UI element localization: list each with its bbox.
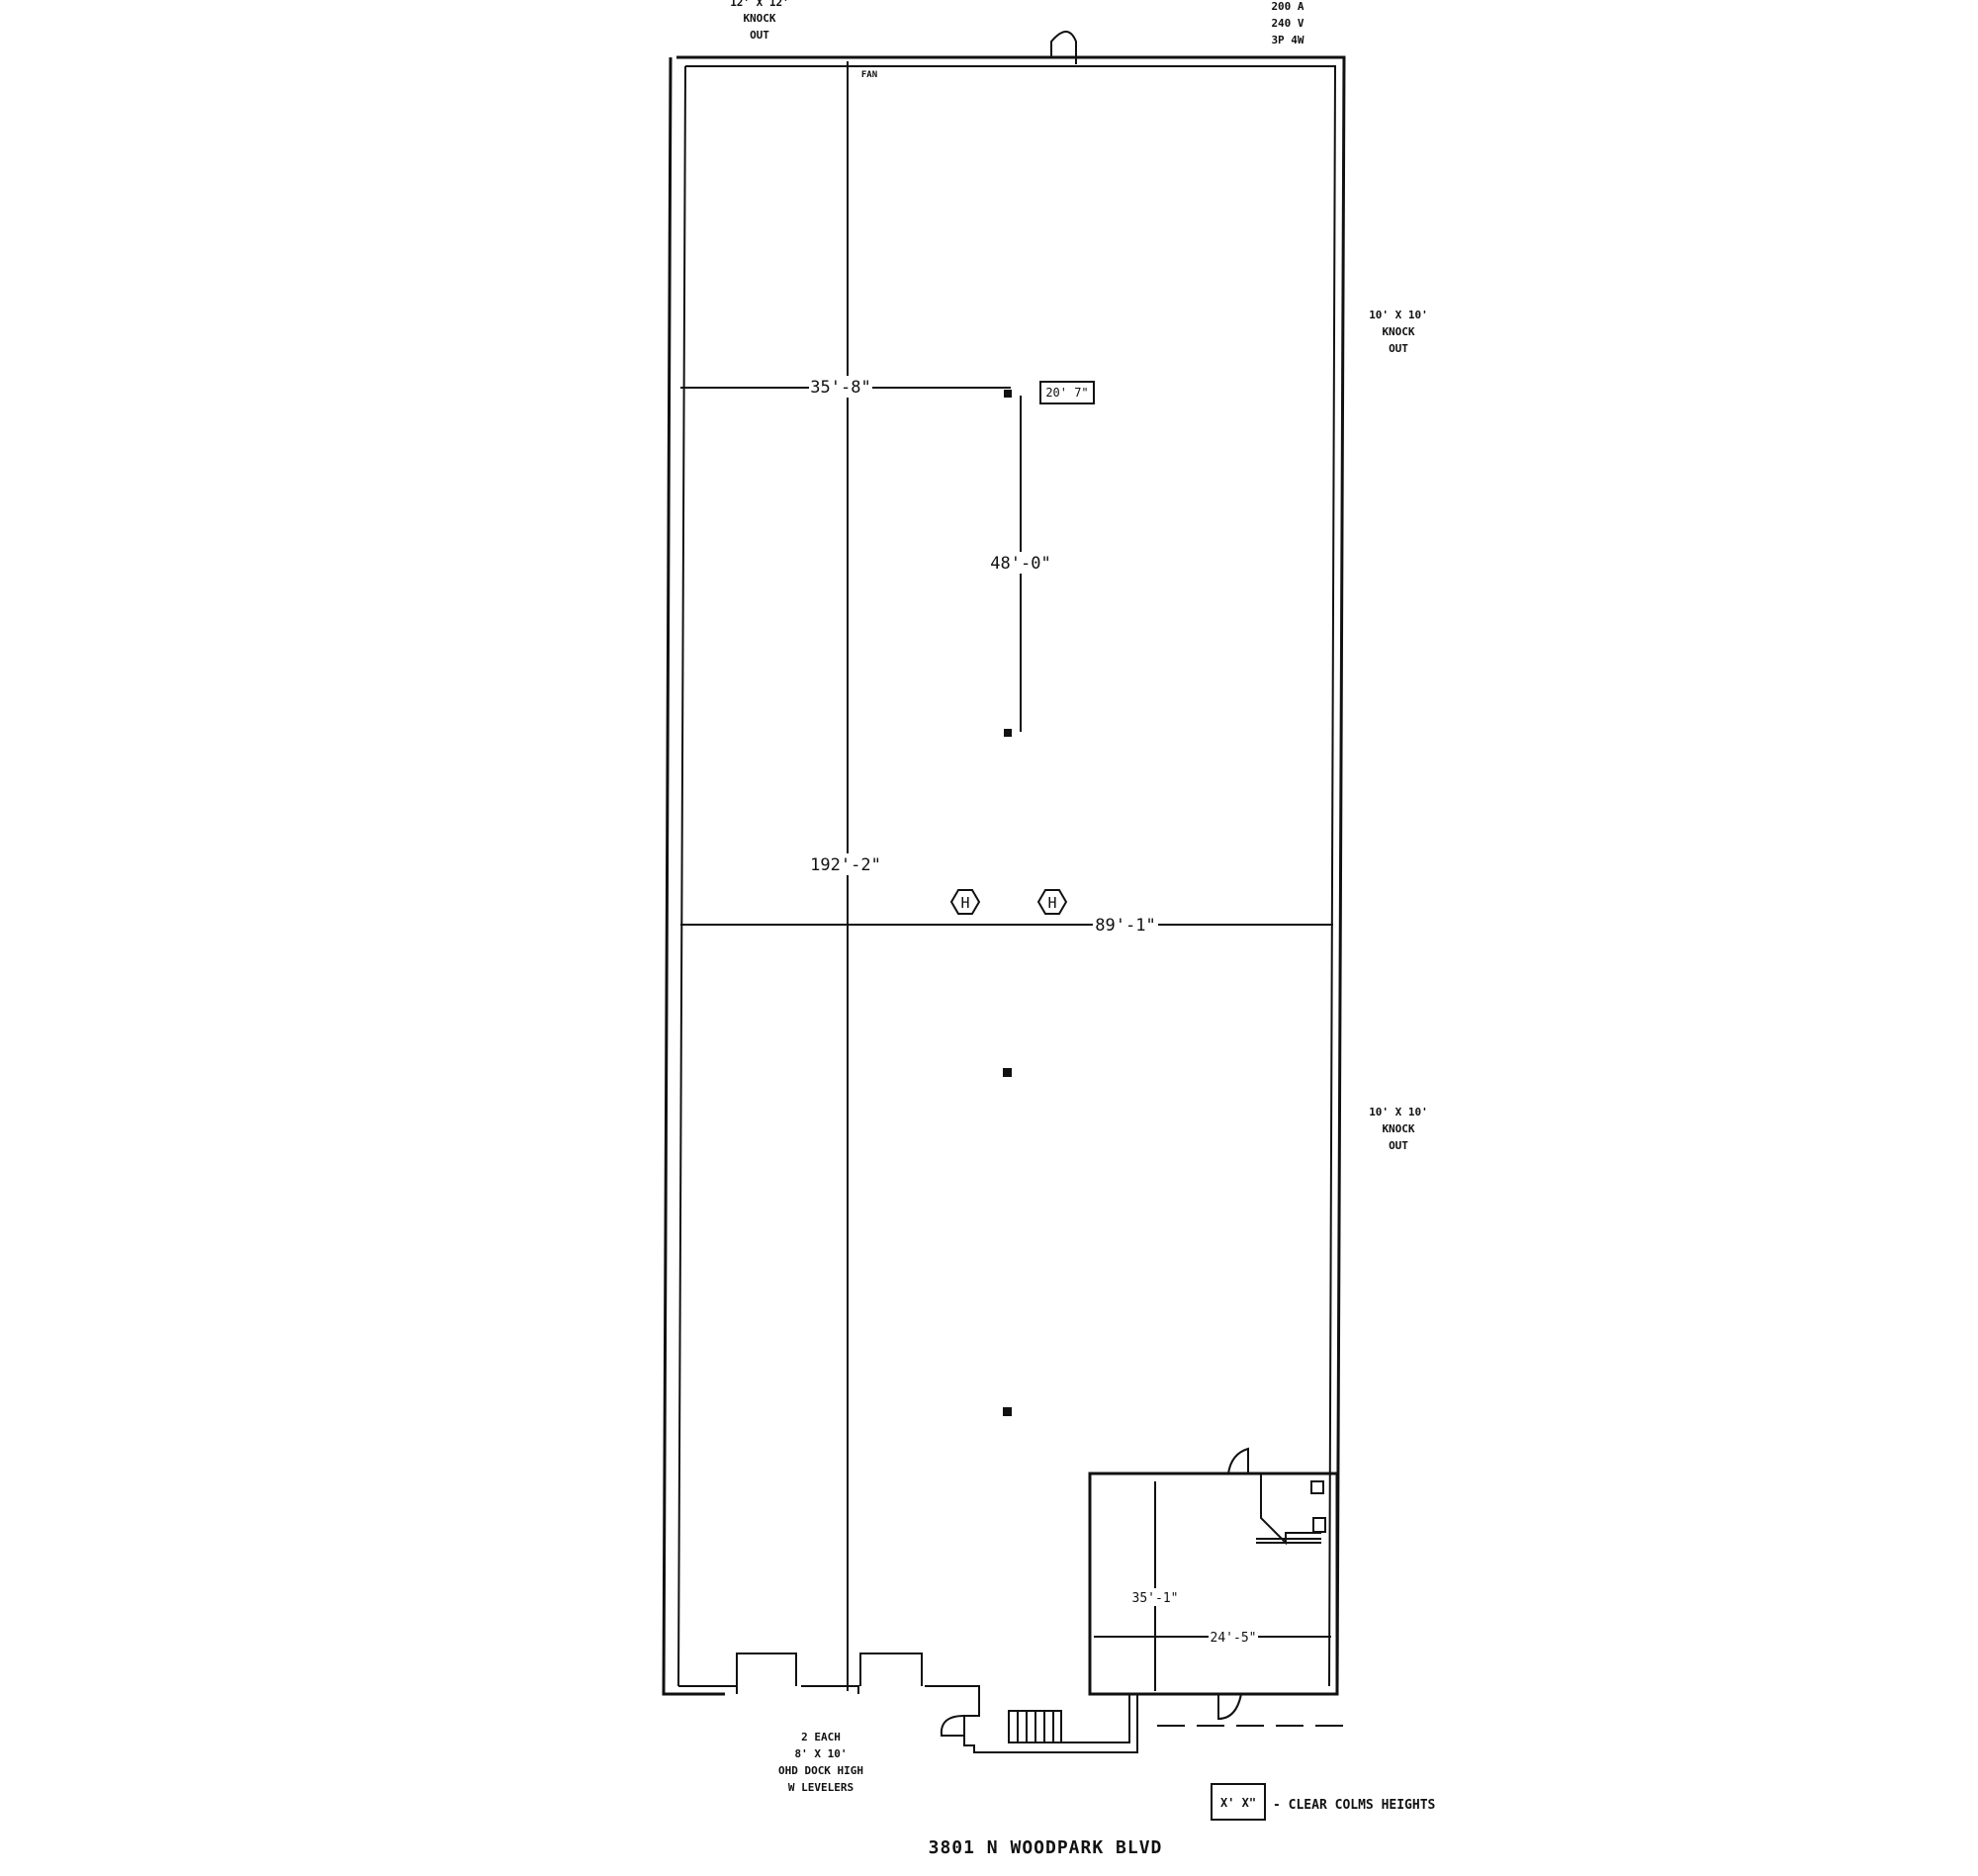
clear-height-label: 20' 7" [1045, 386, 1088, 400]
stairs [1008, 1710, 1062, 1743]
right-knockout-lower-line-3: OUT [1389, 1139, 1408, 1152]
dock-doors-line-4: W LEVELERS [788, 1781, 854, 1794]
top-door [1050, 31, 1077, 64]
restroom-fixture-1 [1310, 1480, 1324, 1494]
office-width-label: 24'-5" [1211, 1631, 1257, 1646]
length-label: 192'-2" [810, 855, 881, 875]
electrical-line-2: 240 V [1271, 17, 1304, 30]
dock-doors-line-3: OHD DOCK HIGH [778, 1764, 863, 1777]
exterior-wall-outer [662, 55, 1346, 1696]
office-room [1088, 1472, 1339, 1696]
top-knockout-line-1: 12' X 12' [730, 0, 789, 9]
right-knockout-upper-line-3: OUT [1389, 342, 1408, 355]
right-knockout-lower-line-1: 10' X 10' [1369, 1106, 1428, 1118]
office-bottom-door [1217, 1693, 1242, 1721]
dock-wall [678, 1685, 980, 1716]
exterior-wall-inner [677, 65, 1337, 1687]
top-knockout-line-2: KNOCK [743, 12, 775, 25]
dock-doors-line-1: 2 EACH [801, 1731, 841, 1743]
right-knockout-upper-line-2: KNOCK [1382, 325, 1414, 338]
dock-doors-line-2: 8' X 10' [795, 1747, 848, 1760]
vestibule-door [940, 1715, 965, 1737]
office-height-label: 35'-1" [1132, 1591, 1179, 1606]
restroom-fixture-2 [1312, 1517, 1326, 1533]
right-knockout-lower-line-2: KNOCK [1382, 1122, 1414, 1135]
legend-box-label: X' X" [1220, 1796, 1256, 1810]
dock-door-1 [736, 1653, 797, 1686]
heater-symbol-2 [1036, 889, 1068, 915]
electrical-line-1: 200 A [1271, 0, 1304, 13]
column-2 [1004, 729, 1012, 737]
column-3 [1003, 1068, 1012, 1077]
width-label: 89'-1" [1095, 916, 1155, 936]
right-knockout-upper-line-1: 10' X 10' [1369, 309, 1428, 321]
heater-label-2: H [1047, 894, 1056, 912]
column-offset-label: 35'-8" [810, 378, 870, 398]
column-1 [1004, 390, 1012, 398]
electrical-line-3: 3P 4W [1271, 34, 1304, 46]
heater-label-1: H [960, 894, 969, 912]
fan-label: FAN [861, 70, 877, 80]
column-4 [1003, 1407, 1012, 1416]
address-label: 3801 N WOODPARK BLVD [929, 1837, 1163, 1858]
top-knockout-line-3: OUT [750, 29, 769, 42]
clear-height-box [1039, 381, 1095, 404]
restroom [1256, 1474, 1321, 1546]
column-spacing-label: 48'-0" [990, 554, 1050, 574]
office-door [1227, 1447, 1249, 1474]
legend-box [1211, 1783, 1266, 1821]
legend-text: - CLEAR COLMS HEIGHTS [1273, 1798, 1436, 1813]
dock-door-2 [859, 1653, 923, 1686]
heater-symbol-1 [949, 889, 981, 915]
